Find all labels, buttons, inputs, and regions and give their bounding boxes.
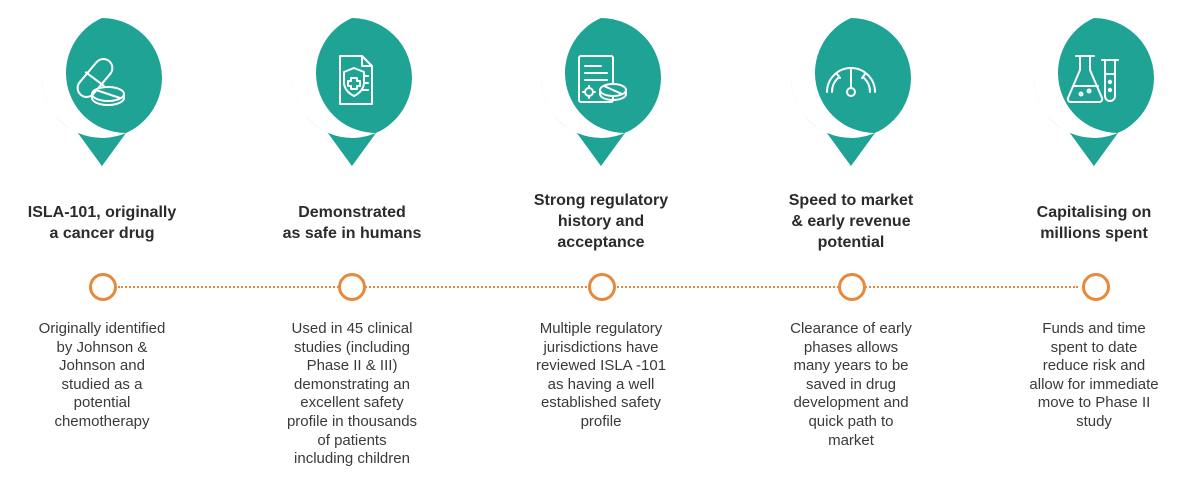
timeline-node-5 [1082,273,1110,301]
lab-flask-icon [1066,55,1119,103]
certificate-pill-icon [578,55,627,103]
pills-icon [76,58,125,106]
timeline-node-1 [89,273,117,301]
step-4-pin [787,14,915,168]
step-5: Capitalising on millions spent Funds and… [994,0,1194,491]
step-4: Speed to market & early revenue potentia… [751,0,951,491]
step-3-pin [537,14,665,168]
step-3-description: Multiple regulatory jurisdictions have r… [535,320,667,430]
timeline-node-2 [338,273,366,301]
step-1-title: ISLA-101, originally a cancer drug [27,204,177,242]
shield-document-icon [339,55,373,105]
step-2: Demonstrated as safe in humans Used in 4… [252,0,452,491]
step-2-pin [288,14,416,168]
step-3-title: Strong regulatory history and acceptance [533,192,669,251]
step-2-description: Used in 45 clinical studies (including P… [286,320,418,468]
timeline-node-4 [838,273,866,301]
speedometer-icon [826,67,876,97]
step-1: ISLA-101, originally a cancer drug Origi… [2,0,202,491]
step-5-description: Funds and time spent to date reduce risk… [1029,320,1159,430]
step-1-pin [38,14,166,168]
step-3: Strong regulatory history and acceptance… [501,0,701,491]
step-4-description: Clearance of early phases allows many ye… [790,320,912,449]
step-4-title: Speed to market & early revenue potentia… [788,192,914,251]
step-5-pin [1030,14,1158,168]
step-5-title: Capitalising on millions spent [1036,204,1152,242]
timeline-node-3 [588,273,616,301]
step-2-title: Demonstrated as safe in humans [282,204,422,242]
step-1-description: Originally identified by Johnson & Johns… [38,320,166,430]
